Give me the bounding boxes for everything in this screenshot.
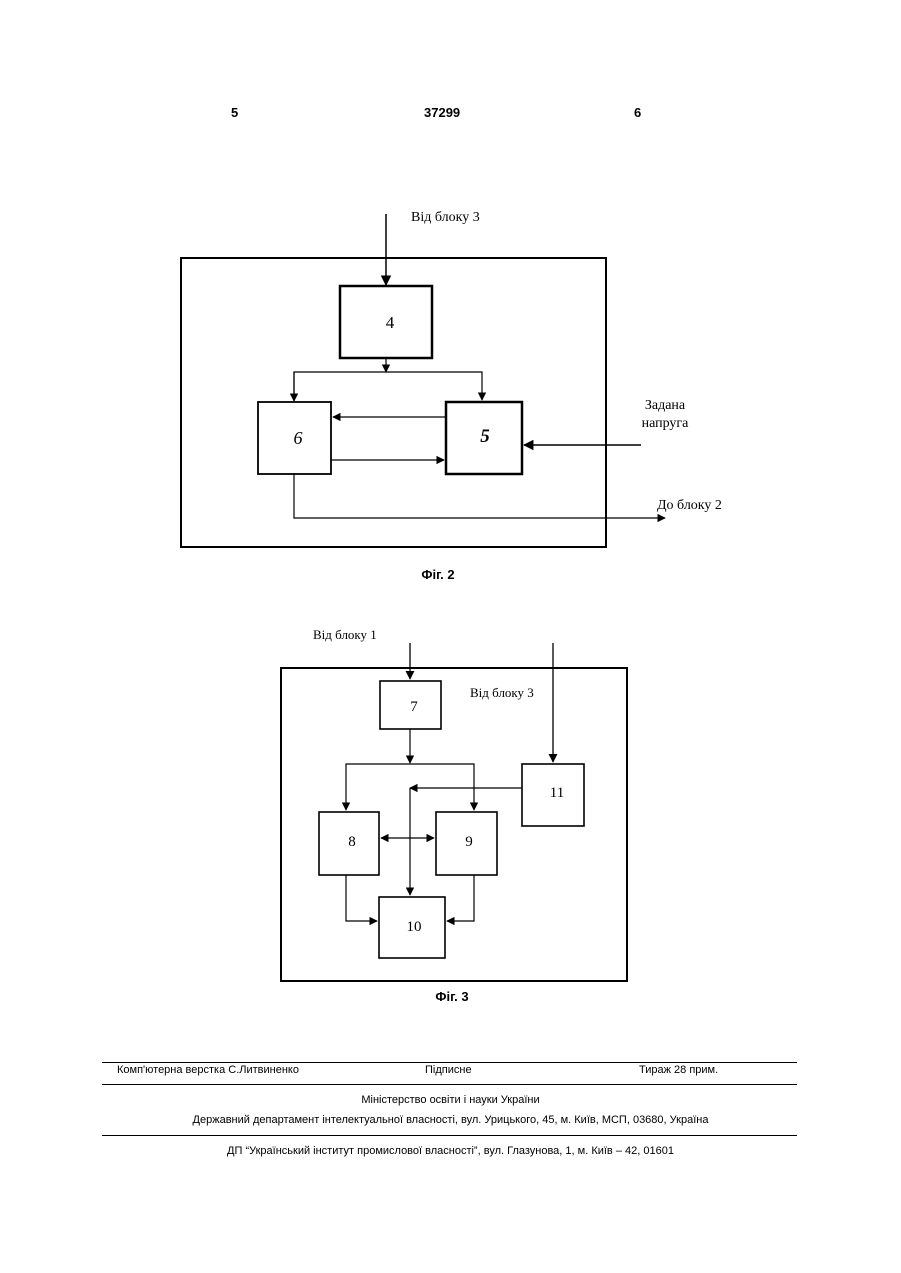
fig2-output-arrow [294,474,665,518]
footer-institute: ДП “Український інститут промислової вла… [0,1145,901,1157]
fig3-link-to-8 [346,764,410,810]
footer-rule-middle [102,1084,797,1085]
fig3-block-7-label: 7 [410,699,418,715]
fig2-link-to-5 [294,372,482,400]
fig3-link-9-to-10 [447,875,474,921]
fig3-block-11-label: 11 [550,785,564,801]
fig3-block-10-label: 10 [407,919,422,935]
footer-circulation: Тираж 28 прим. [639,1064,718,1076]
figure-2: Від блоку 3 4 6 5 Задана напруга До блок… [181,210,722,582]
figure-3: Від блоку 1 Від блоку 3 7 11 8 9 10 [281,627,627,1004]
fig3-link-8-to-10 [346,875,377,921]
fig2-output-label: До блоку 2 [657,498,722,513]
footer-typesetting: Комп'ютерна верстка С.Литвиненко [117,1064,299,1076]
footer-rule-top [102,1062,797,1063]
footer-rule-bottom [102,1135,797,1136]
fig2-block-4-label: 4 [386,313,395,332]
fig2-setpoint-label-1: Задана [645,398,686,413]
footer-ministry: Міністерство освіти і науки України [0,1094,901,1106]
fig3-input3-label: Від блоку 3 [470,685,534,700]
fig2-setpoint-label-2: напруга [642,416,690,431]
fig2-block-5-label: 5 [480,426,490,447]
footer-signed: Підписне [425,1064,472,1076]
fig3-block-8-label: 8 [348,834,356,850]
fig3-caption: Фіг. 3 [435,989,468,1004]
fig3-block-9-label: 9 [465,834,473,850]
footer-department: Державний департамент інтелектуальної вл… [0,1114,901,1126]
fig3-input1-label: Від блоку 1 [313,627,377,642]
fig2-caption: Фіг. 2 [421,567,454,582]
fig3-link-to-9 [410,764,474,810]
fig2-input-label: Від блоку 3 [411,210,480,225]
fig2-block-6-label: 6 [294,428,303,448]
